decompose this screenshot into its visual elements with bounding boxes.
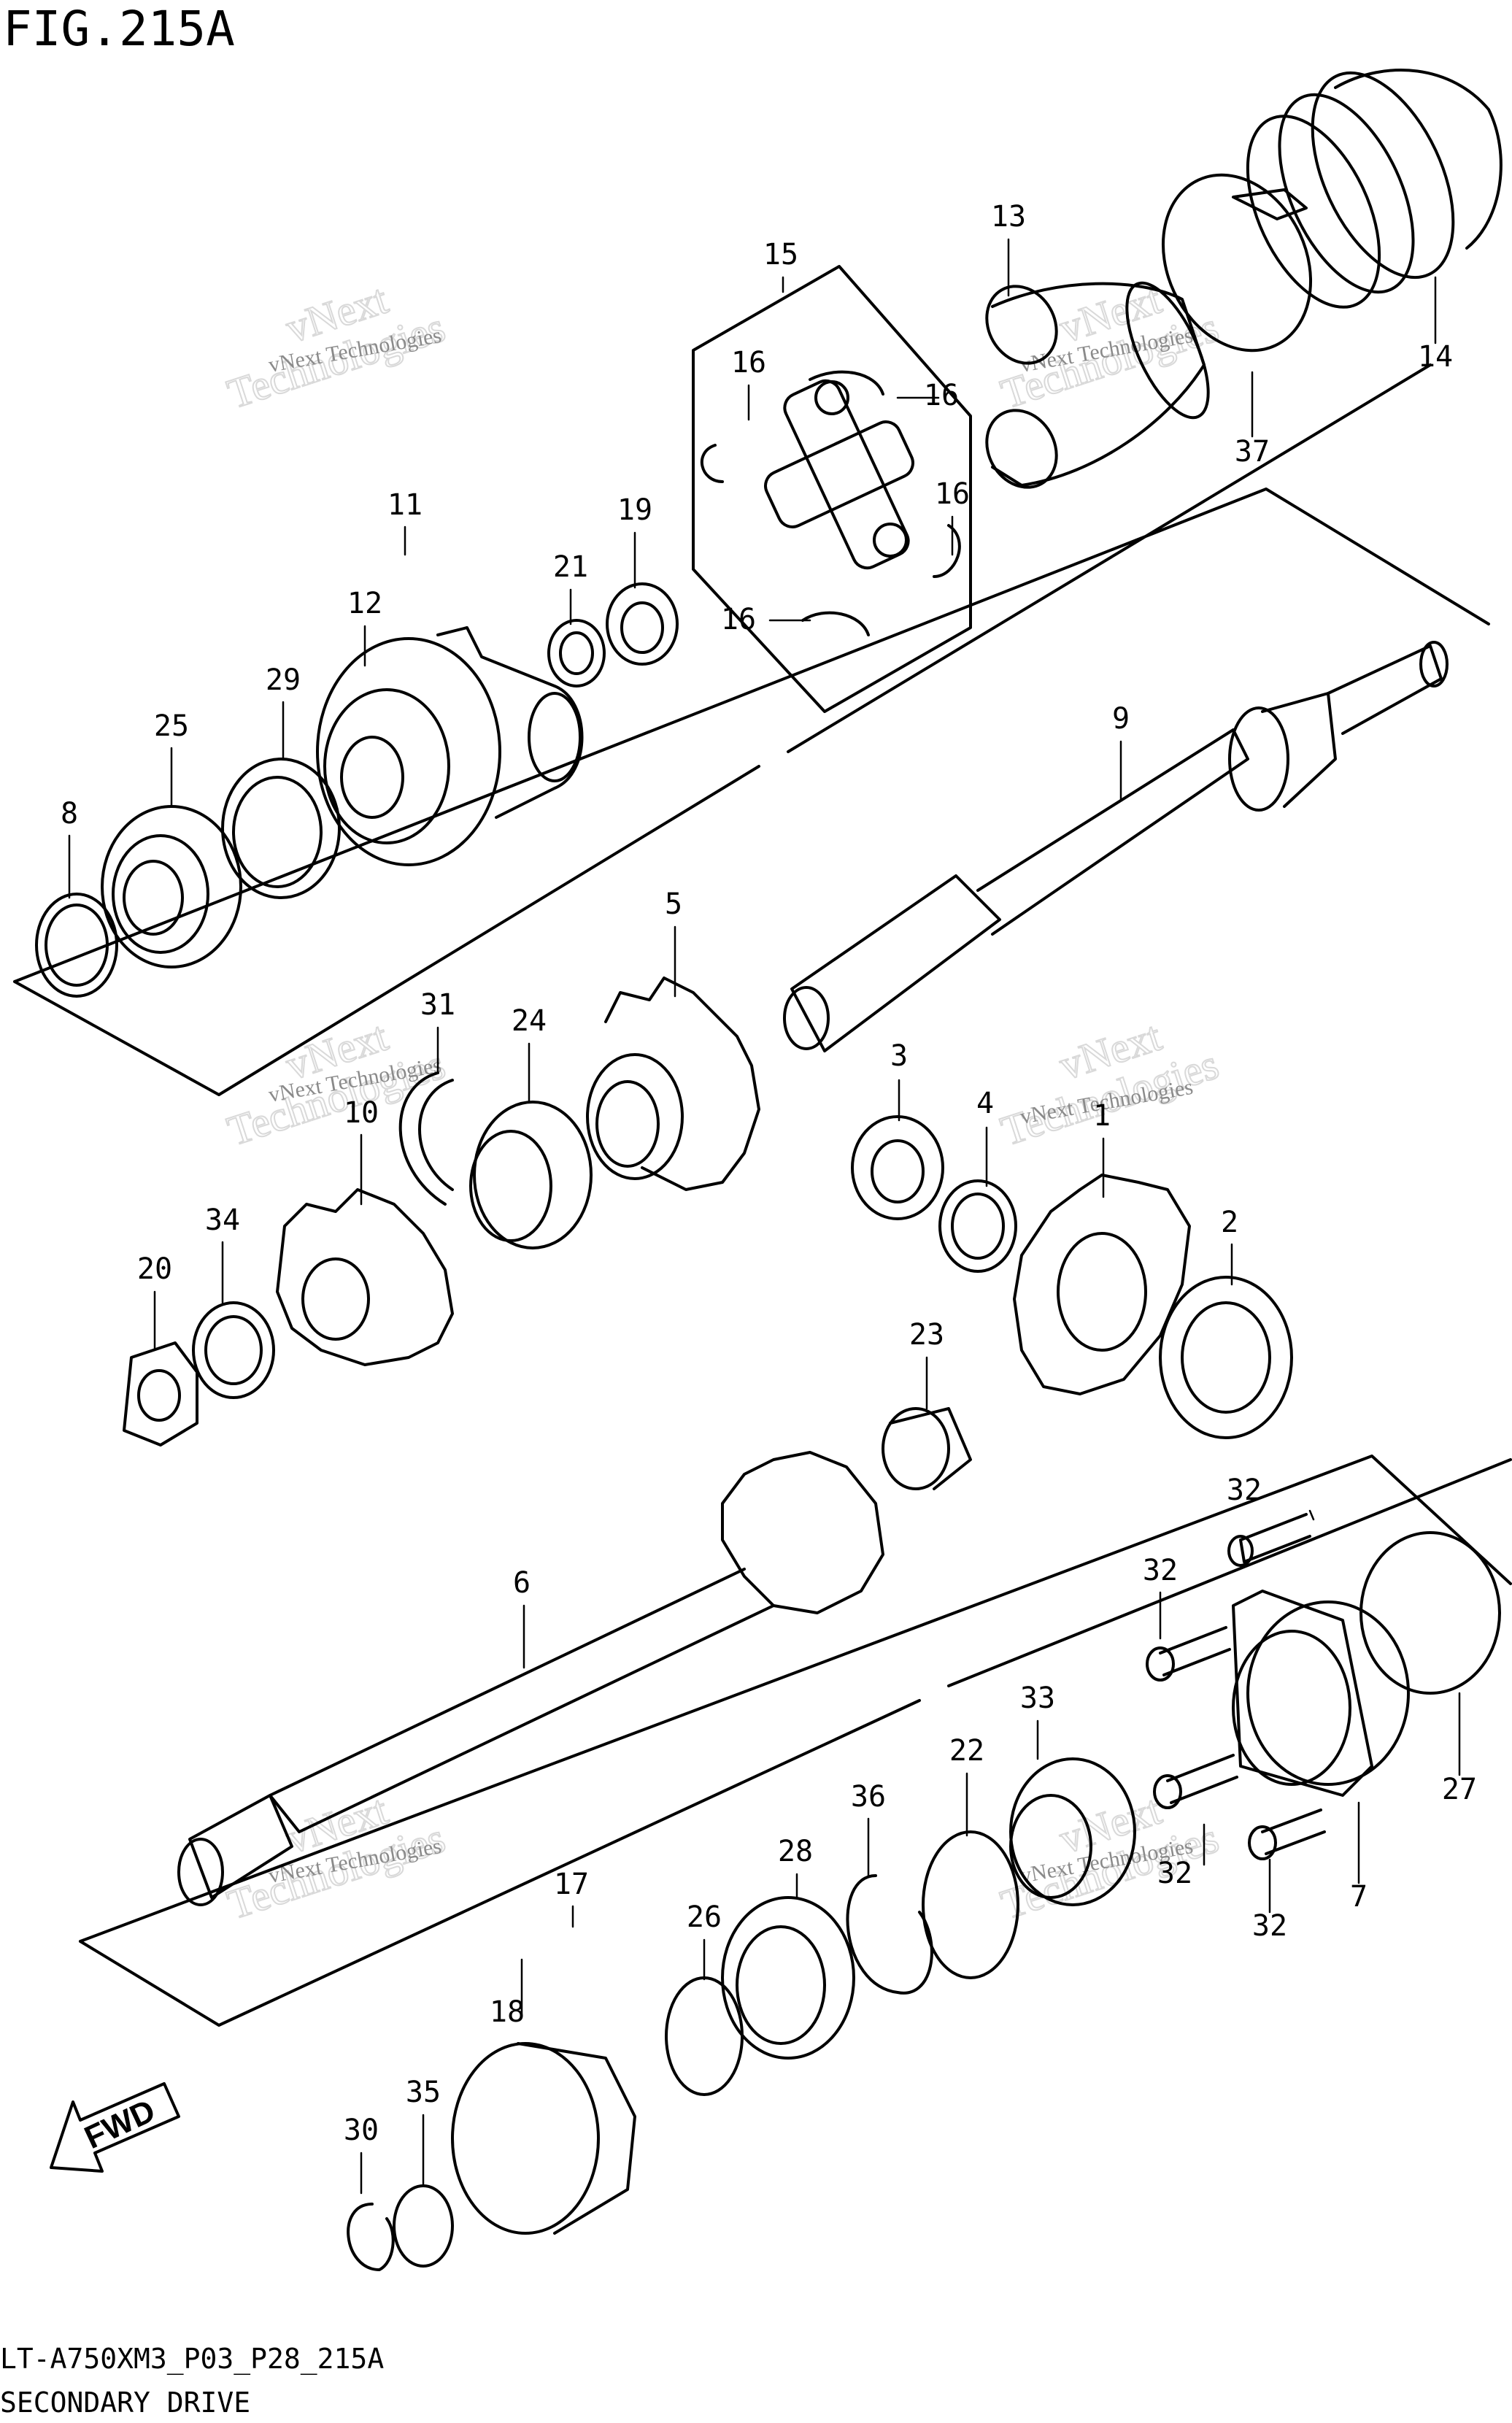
part-22-snap-ring — [922, 1830, 1019, 1979]
part-9-shaft — [783, 641, 1449, 1052]
callout-label-4: 4 — [976, 1087, 994, 1120]
callout-label-7: 7 — [1350, 1880, 1368, 1914]
part-33-bearing — [1009, 1757, 1136, 1906]
callout-label-5: 5 — [665, 887, 682, 921]
figure-title: FIG.215A — [3, 1, 235, 57]
callout-label-16: 16 — [924, 379, 959, 412]
part-24-needle-bearing — [469, 1101, 593, 1249]
callout-label-36: 36 — [851, 1780, 886, 1814]
callout-label-6: 6 — [513, 1566, 531, 1600]
part-35-snap-ring — [393, 2184, 454, 2268]
callout-label-21: 21 — [553, 550, 588, 584]
callout-label-9: 9 — [1112, 702, 1130, 736]
part-27-o-ring — [1359, 1531, 1501, 1695]
callout-label-32: 32 — [1143, 1554, 1178, 1587]
part-15-universal-joint — [701, 370, 961, 636]
callout-label-29: 29 — [266, 663, 301, 697]
callout-label-15: 15 — [763, 238, 798, 271]
watermark-4: vNext Technologies vNext Technologies — [995, 1012, 1224, 1156]
callout-label-28: 28 — [778, 1835, 813, 1868]
part-20-nut — [123, 1341, 198, 1447]
callout-label-31: 31 — [420, 988, 455, 1022]
fwd-arrow-icon: FWD — [50, 2082, 180, 2173]
part-3-nut — [851, 1115, 944, 1220]
callout-label-27: 27 — [1442, 1773, 1477, 1806]
part-7-bearing-housing — [1232, 1590, 1410, 1797]
callout-label-23: 23 — [909, 1318, 944, 1352]
callout-label-11: 11 — [387, 488, 423, 522]
part-31-snap-ring — [398, 1071, 454, 1206]
callout-label-16: 16 — [935, 477, 970, 511]
part-21-washer — [547, 619, 606, 687]
callout-label-22: 22 — [949, 1734, 984, 1768]
footer-section-name: SECONDARY DRIVE — [0, 2387, 250, 2419]
callout-label-33: 33 — [1020, 1682, 1055, 1715]
callout-label-18: 18 — [490, 1995, 525, 2029]
callout-label-17: 17 — [554, 1868, 589, 1901]
callout-label-16: 16 — [731, 346, 766, 380]
universal-joint-frame — [692, 265, 972, 713]
part-29-seal — [221, 758, 341, 899]
callout-label-25: 25 — [154, 709, 189, 743]
callout-label-32: 32 — [1157, 1857, 1192, 1890]
part-14-boot — [1246, 69, 1503, 309]
callout-label-20: 20 — [137, 1252, 172, 1286]
callout-layer: 1234567891011121314151616161617181920212… — [61, 200, 1477, 2195]
part-8-circlip — [35, 893, 118, 998]
part-37-clamp — [1161, 173, 1313, 353]
part-4-washer — [938, 1179, 1017, 1273]
footer-model-code: LT-A750XM3_P03_P28_215A — [0, 2343, 384, 2376]
watermark-1: vNext Technologies vNext Technologies — [221, 274, 451, 419]
callout-label-13: 13 — [991, 200, 1026, 234]
part-30-circlip — [347, 2203, 395, 2271]
upper-assembly-frame — [13, 363, 1490, 1096]
callout-label-1: 1 — [1093, 1099, 1111, 1133]
part-5-bevel-gear — [586, 976, 760, 1191]
part-11-flange-yoke — [316, 626, 584, 866]
lower-assembly-frame — [79, 1455, 1512, 2027]
callout-label-30: 30 — [344, 2114, 379, 2147]
part-13-yoke — [985, 281, 1210, 489]
part-36-circlip — [846, 1874, 933, 1995]
part-28-oil-seal — [721, 1896, 855, 2060]
callout-label-32: 32 — [1227, 1474, 1262, 1507]
callout-label-10: 10 — [344, 1096, 379, 1130]
part-25-bearing — [101, 805, 242, 968]
part-26-o-ring — [665, 1976, 744, 2096]
callout-label-12: 12 — [347, 587, 382, 620]
part-23-bearing — [882, 1407, 972, 1490]
watermark-2: vNext Technologies vNext Technologies — [995, 274, 1224, 419]
callout-label-8: 8 — [61, 797, 78, 831]
callout-label-19: 19 — [617, 493, 652, 527]
callout-label-32: 32 — [1252, 1909, 1287, 1943]
part-19-nut — [606, 582, 679, 666]
callout-label-16: 16 — [721, 603, 756, 636]
callout-label-3: 3 — [890, 1039, 908, 1073]
callout-label-34: 34 — [205, 1203, 240, 1237]
watermark-5: vNext Technologies vNext Technologies — [221, 1785, 451, 1930]
callout-label-35: 35 — [406, 2076, 441, 2109]
part-34-washer — [192, 1301, 275, 1399]
callout-label-2: 2 — [1221, 1206, 1238, 1239]
part-10-drive-gear — [276, 1188, 454, 1366]
part-17-cover — [451, 2042, 636, 2235]
callout-leader-32 — [1308, 1509, 1315, 1521]
part-1-driven-bevel-gear — [1013, 1174, 1191, 1395]
part-32-bolts — [1146, 1513, 1326, 1860]
callout-label-37: 37 — [1235, 435, 1270, 469]
callout-label-24: 24 — [512, 1004, 547, 1038]
callout-label-14: 14 — [1418, 340, 1453, 374]
part-2-shim — [1159, 1276, 1293, 1439]
callout-label-26: 26 — [687, 1900, 722, 1934]
part-6-pinion-shaft — [177, 1451, 884, 1906]
